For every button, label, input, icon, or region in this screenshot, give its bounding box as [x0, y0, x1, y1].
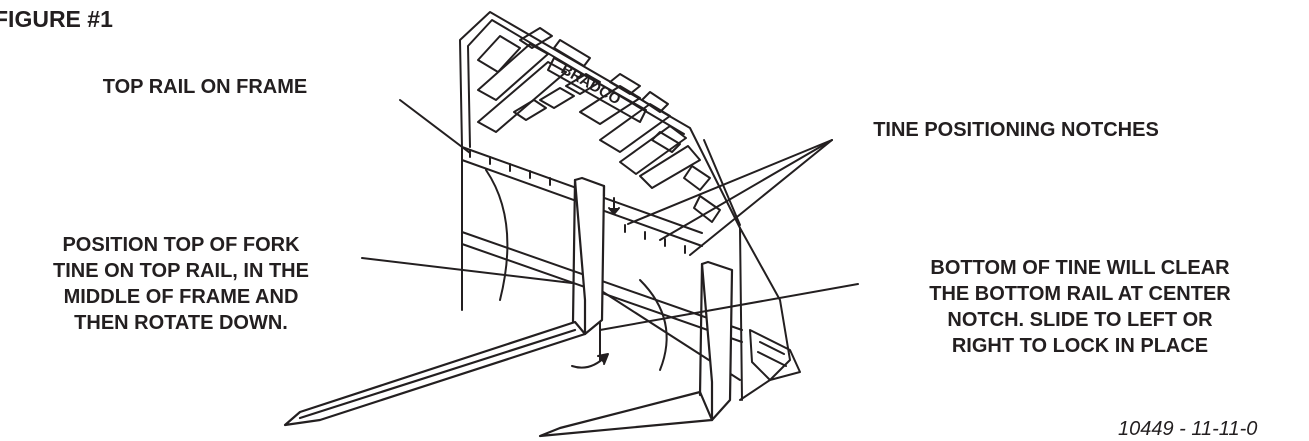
figure-title: FIGURE #1	[0, 6, 113, 32]
bottom-tine-label: BOTTOM OF TINE WILL CLEAR THE BOTTOM RAI…	[860, 255, 1300, 359]
leader-lines	[361, 99, 859, 331]
top-rail-label: TOP RAIL ON FRAME	[60, 74, 350, 100]
document-number: 10449 - 11-11-0	[1118, 418, 1258, 440]
position-top-line-4: THEN ROTATE DOWN.	[74, 312, 288, 334]
rotation-arrow	[571, 353, 609, 369]
bottom-tine-line-1: BOTTOM OF TINE WILL CLEAR	[930, 257, 1230, 279]
tine-notches-label: TINE POSITIONING NOTCHES	[826, 117, 1206, 143]
bottom-tine-line-2: THE BOTTOM RAIL AT CENTER	[929, 283, 1231, 305]
tine-notches-label-line: TINE POSITIONING NOTCHES	[873, 119, 1159, 141]
position-top-label: POSITION TOP OF FORK TINE ON TOP RAIL, I…	[2, 232, 360, 336]
position-top-line-1: POSITION TOP OF FORK	[62, 234, 300, 256]
bottom-tine-line-3: NOTCH. SLIDE TO LEFT OR	[947, 309, 1213, 331]
top-rail-label-line: TOP RAIL ON FRAME	[102, 76, 308, 98]
right-fork-tine	[538, 260, 734, 438]
position-top-line-3: MIDDLE OF FRAME AND	[63, 286, 299, 308]
bottom-tine-line-4: RIGHT TO LOCK IN PLACE	[951, 335, 1209, 357]
position-top-line-2: TINE ON TOP RAIL, IN THE	[53, 260, 309, 282]
left-fork-tine	[283, 176, 606, 427]
